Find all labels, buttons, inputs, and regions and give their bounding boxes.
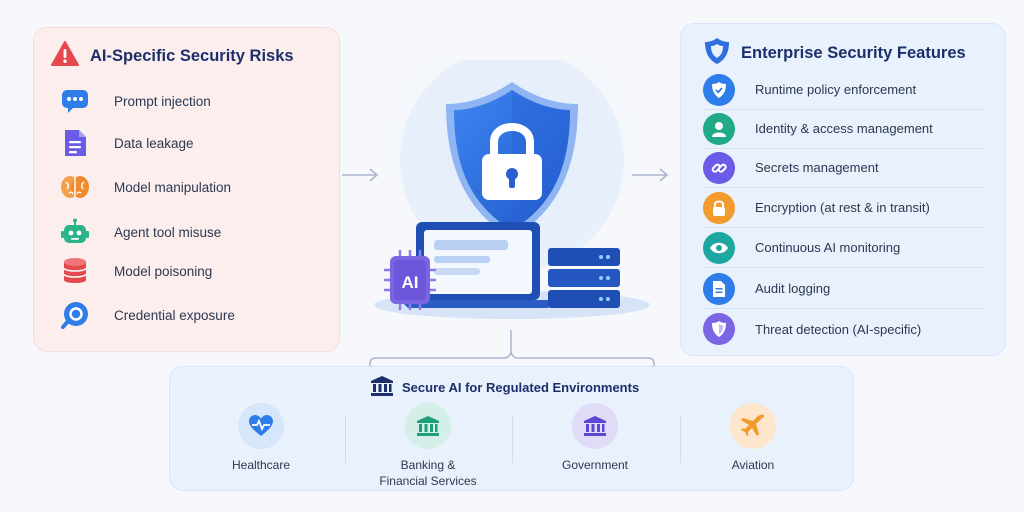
sector-label: Banking & Financial Services (379, 458, 477, 488)
feature-item-runtime-policy: Runtime policy enforcement (703, 70, 985, 110)
ai-chip-label: AI (401, 273, 419, 292)
regulated-environments-panel: Secure AI for Regulated Environments Hea… (169, 366, 854, 491)
sector-banking: Banking & Financial Services (353, 403, 503, 489)
risk-item-data-leakage: Data leakage (60, 128, 194, 158)
risk-label: Model poisoning (114, 263, 213, 279)
feature-label: Secrets management (755, 160, 879, 175)
lock-icon (703, 191, 735, 224)
bank-icon (405, 403, 451, 449)
features-panel-title: Enterprise Security Features (703, 36, 966, 71)
feature-item-threat-detection: Threat detection (AI-specific) (703, 309, 985, 349)
risks-panel-title: AI-Specific Security Risks (50, 40, 294, 73)
database-icon (60, 256, 90, 286)
regulated-panel-title: Secure AI for Regulated Environments (370, 375, 639, 400)
shield-icon (703, 313, 735, 345)
user-icon (703, 112, 735, 145)
risk-item-credential-exposure: Credential exposure (60, 300, 235, 330)
risks-title-text: AI-Specific Security Risks (90, 47, 294, 65)
sector-label: Healthcare (231, 458, 291, 472)
arrow-right-icon (342, 168, 379, 182)
features-panel: Enterprise Security Features Runtime pol… (680, 23, 1006, 356)
risk-item-prompt-injection: Prompt injection (60, 86, 211, 116)
risk-label: Model manipulation (114, 179, 232, 195)
government-building-icon (572, 403, 618, 449)
feature-item-secrets: Secrets management (703, 148, 985, 188)
brain-icon (60, 172, 90, 202)
risks-panel: AI-Specific Security Risks Prompt inject… (33, 27, 340, 352)
divider (345, 415, 346, 463)
feature-item-audit-logging: Audit logging (703, 269, 985, 309)
eye-icon (703, 231, 735, 264)
regulated-title-text: Secure AI for Regulated Environments (402, 380, 640, 395)
sector-label: Aviation (731, 458, 775, 472)
risk-label: Prompt injection (114, 93, 211, 109)
robot-icon (60, 217, 90, 247)
divider (680, 415, 681, 463)
feature-item-identity-access: Identity & access management (703, 109, 985, 149)
document-icon (703, 272, 735, 305)
bank-icon (370, 375, 394, 400)
warning-icon (50, 40, 80, 73)
feature-item-monitoring: Continuous AI monitoring (703, 228, 985, 268)
feature-item-encryption: Encryption (at rest & in transit) (703, 188, 985, 228)
shield-check-icon (703, 73, 735, 106)
feature-label: Threat detection (AI-specific) (755, 321, 922, 337)
sector-government: Government (520, 403, 670, 473)
secure-ai-illustration (374, 60, 650, 319)
features-title-text: Enterprise Security Features (741, 44, 966, 62)
divider (512, 415, 513, 463)
risk-label: Agent tool misuse (114, 224, 222, 240)
feature-label: Encryption (at rest & in transit) (755, 200, 930, 215)
feature-label: Runtime policy enforcement (755, 82, 917, 97)
sector-healthcare: Healthcare (186, 403, 336, 473)
shield-icon (703, 36, 731, 71)
feature-label: Continuous AI monitoring (755, 240, 901, 255)
connector-brace (369, 330, 655, 368)
feature-label: Audit logging (755, 281, 831, 296)
risk-item-agent-tool-misuse: Agent tool misuse (60, 217, 221, 247)
risk-item-model-poisoning: Model poisoning (60, 256, 212, 286)
sector-label: Government (561, 458, 629, 472)
chat-bubble-icon (60, 86, 90, 116)
laptop-icon (400, 222, 556, 308)
risk-item-model-manipulation: Model manipulation (60, 172, 231, 202)
risk-label: Credential exposure (114, 307, 235, 323)
ai-chip-icon (384, 250, 436, 310)
risk-label: Data leakage (114, 135, 194, 151)
heart-pulse-icon (238, 403, 284, 449)
link-icon (703, 151, 735, 184)
feature-label: Identity & access management (755, 121, 933, 136)
document-icon (60, 128, 90, 158)
server-icon (548, 248, 620, 308)
key-icon (60, 300, 90, 330)
sector-aviation: Aviation (678, 403, 828, 473)
airplane-icon (730, 403, 776, 449)
padlock-icon (482, 123, 542, 200)
